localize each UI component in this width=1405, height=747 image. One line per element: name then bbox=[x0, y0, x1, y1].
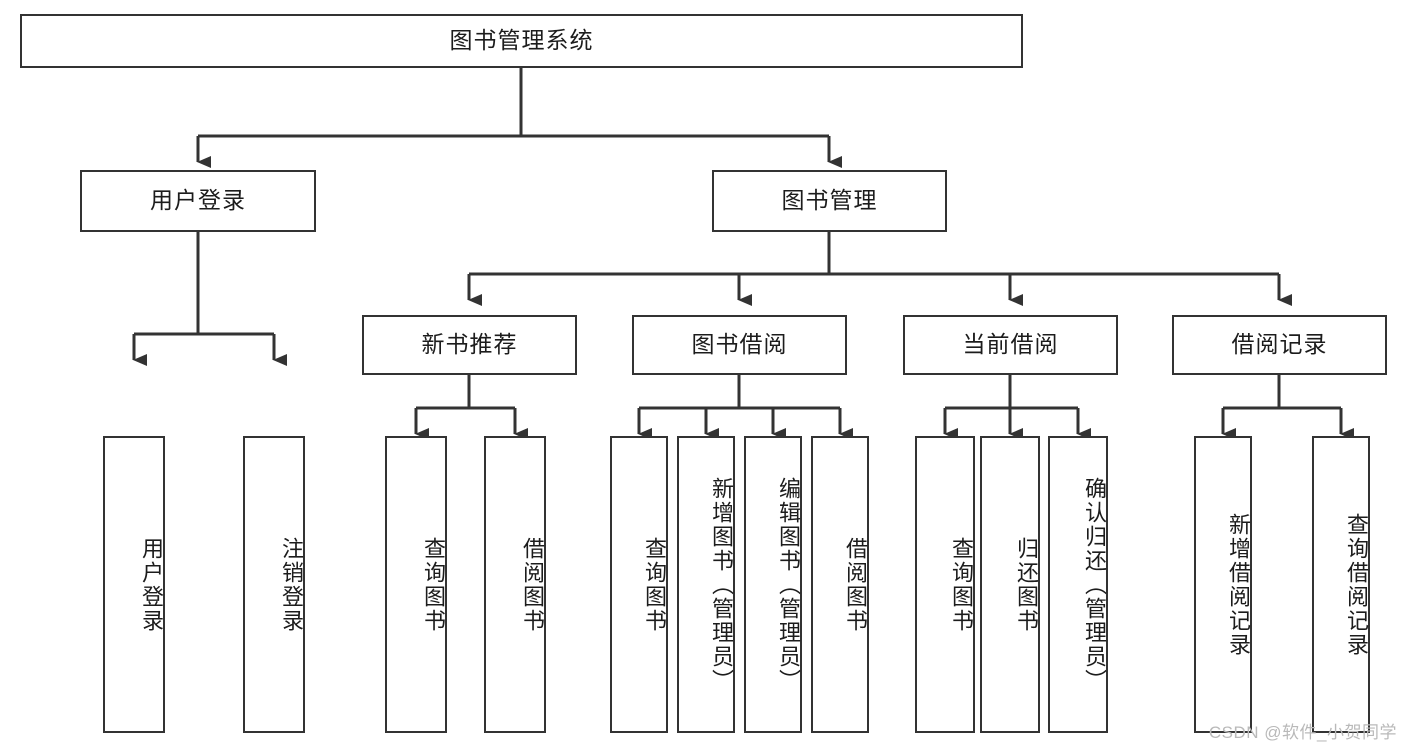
level3-node[interactable]: 新书推荐 bbox=[362, 315, 577, 375]
leaves-node-label: 用户登录 bbox=[139, 536, 164, 633]
level3-node-label: 当前借阅 bbox=[962, 331, 1059, 358]
leaves-node[interactable]: 新增图书（管理员） bbox=[677, 436, 735, 733]
level2-node[interactable]: 图书管理 bbox=[712, 170, 947, 232]
leaves-node[interactable]: 归还图书 bbox=[980, 436, 1040, 733]
level3-node-label: 借阅记录 bbox=[1231, 331, 1328, 358]
leaves-node-label: 查询图书 bbox=[642, 536, 667, 633]
leaves-node[interactable]: 注销登录 bbox=[243, 436, 305, 733]
leaves-node[interactable]: 查询图书 bbox=[610, 436, 668, 733]
leaves-node-label: 确认归还（管理员） bbox=[1082, 476, 1107, 693]
root-node[interactable]: 图书管理系统 bbox=[20, 14, 1023, 68]
level3-node[interactable]: 借阅记录 bbox=[1172, 315, 1387, 375]
level3-node[interactable]: 图书借阅 bbox=[632, 315, 847, 375]
leaves-node[interactable]: 确认归还（管理员） bbox=[1048, 436, 1108, 733]
leaves-node[interactable]: 查询图书 bbox=[915, 436, 975, 733]
leaves-node[interactable]: 查询借阅记录 bbox=[1312, 436, 1370, 733]
leaves-node[interactable]: 查询图书 bbox=[385, 436, 447, 733]
watermark-label: CSDN @软件_小贺同学 bbox=[1208, 723, 1397, 742]
level2-node-label: 图书管理 bbox=[781, 187, 878, 214]
leaves-node-label: 借阅图书 bbox=[520, 536, 545, 633]
level3-node-label: 新书推荐 bbox=[421, 331, 518, 358]
leaves-node-label: 新增借阅记录 bbox=[1226, 512, 1251, 657]
leaves-node-label: 新增图书（管理员） bbox=[709, 476, 734, 693]
leaves-node[interactable]: 借阅图书 bbox=[484, 436, 546, 733]
level2-node[interactable]: 用户登录 bbox=[80, 170, 316, 232]
leaves-node-label: 注销登录 bbox=[279, 536, 304, 633]
level2-node-label: 用户登录 bbox=[150, 187, 246, 214]
leaves-node-label: 查询图书 bbox=[949, 536, 974, 633]
level3-node-label: 图书借阅 bbox=[691, 331, 788, 358]
leaves-node-label: 编辑图书（管理员） bbox=[776, 476, 801, 693]
leaves-node-label: 归还图书 bbox=[1014, 536, 1039, 633]
leaves-node-label: 查询借阅记录 bbox=[1344, 512, 1369, 657]
level3-node[interactable]: 当前借阅 bbox=[903, 315, 1118, 375]
leaves-node[interactable]: 用户登录 bbox=[103, 436, 165, 733]
leaves-node[interactable]: 新增借阅记录 bbox=[1194, 436, 1252, 733]
leaves-node[interactable]: 编辑图书（管理员） bbox=[744, 436, 802, 733]
leaves-node[interactable]: 借阅图书 bbox=[811, 436, 869, 733]
leaves-node-label: 查询图书 bbox=[421, 536, 446, 633]
root-node-label: 图书管理系统 bbox=[449, 27, 594, 54]
leaves-node-label: 借阅图书 bbox=[843, 536, 868, 633]
